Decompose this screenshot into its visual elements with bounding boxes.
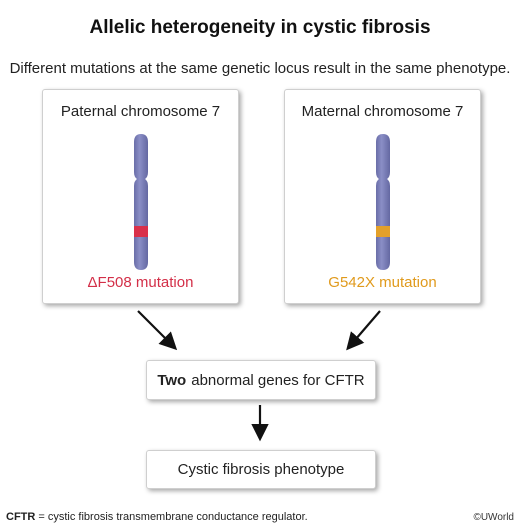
arrow-maternal-to-genes	[346, 310, 381, 351]
diagram-subtitle: Different mutations at the same genetic …	[9, 60, 511, 77]
arrow-paternal-to-genes	[137, 310, 178, 351]
maternal-mutation-label: G542X mutation	[328, 274, 437, 291]
abnormal-genes-text: abnormal genes for CFTR	[191, 371, 365, 389]
maternal-card: Maternal chromosome 7 G542X mutation	[284, 89, 481, 304]
maternal-chromosome	[376, 134, 390, 270]
diagram-title: Allelic heterogeneity in cystic fibrosis	[89, 17, 431, 38]
paternal-mutation-band	[134, 226, 148, 237]
maternal-mutation-band	[376, 226, 390, 237]
maternal-title: Maternal chromosome 7	[301, 103, 464, 120]
paternal-card: Paternal chromosome 7 ΔF508 mutation	[42, 89, 239, 304]
paternal-chromosome	[134, 134, 148, 270]
footnote-text: = cystic fibrosis transmembrane conducta…	[38, 511, 308, 523]
paternal-title: Paternal chromosome 7	[60, 103, 221, 120]
phenotype-box: Cystic fibrosis phenotype	[146, 450, 376, 489]
copyright: ©UWorld	[473, 512, 514, 523]
paternal-mutation-label: ΔF508 mutation	[87, 274, 194, 291]
abnormal-genes-bold: Two	[157, 371, 187, 389]
footnote: CFTR = cystic fibrosis transmembrane con…	[6, 511, 308, 523]
footnote-abbr: CFTR	[6, 511, 36, 523]
phenotype-text: Cystic fibrosis phenotype	[177, 461, 345, 478]
